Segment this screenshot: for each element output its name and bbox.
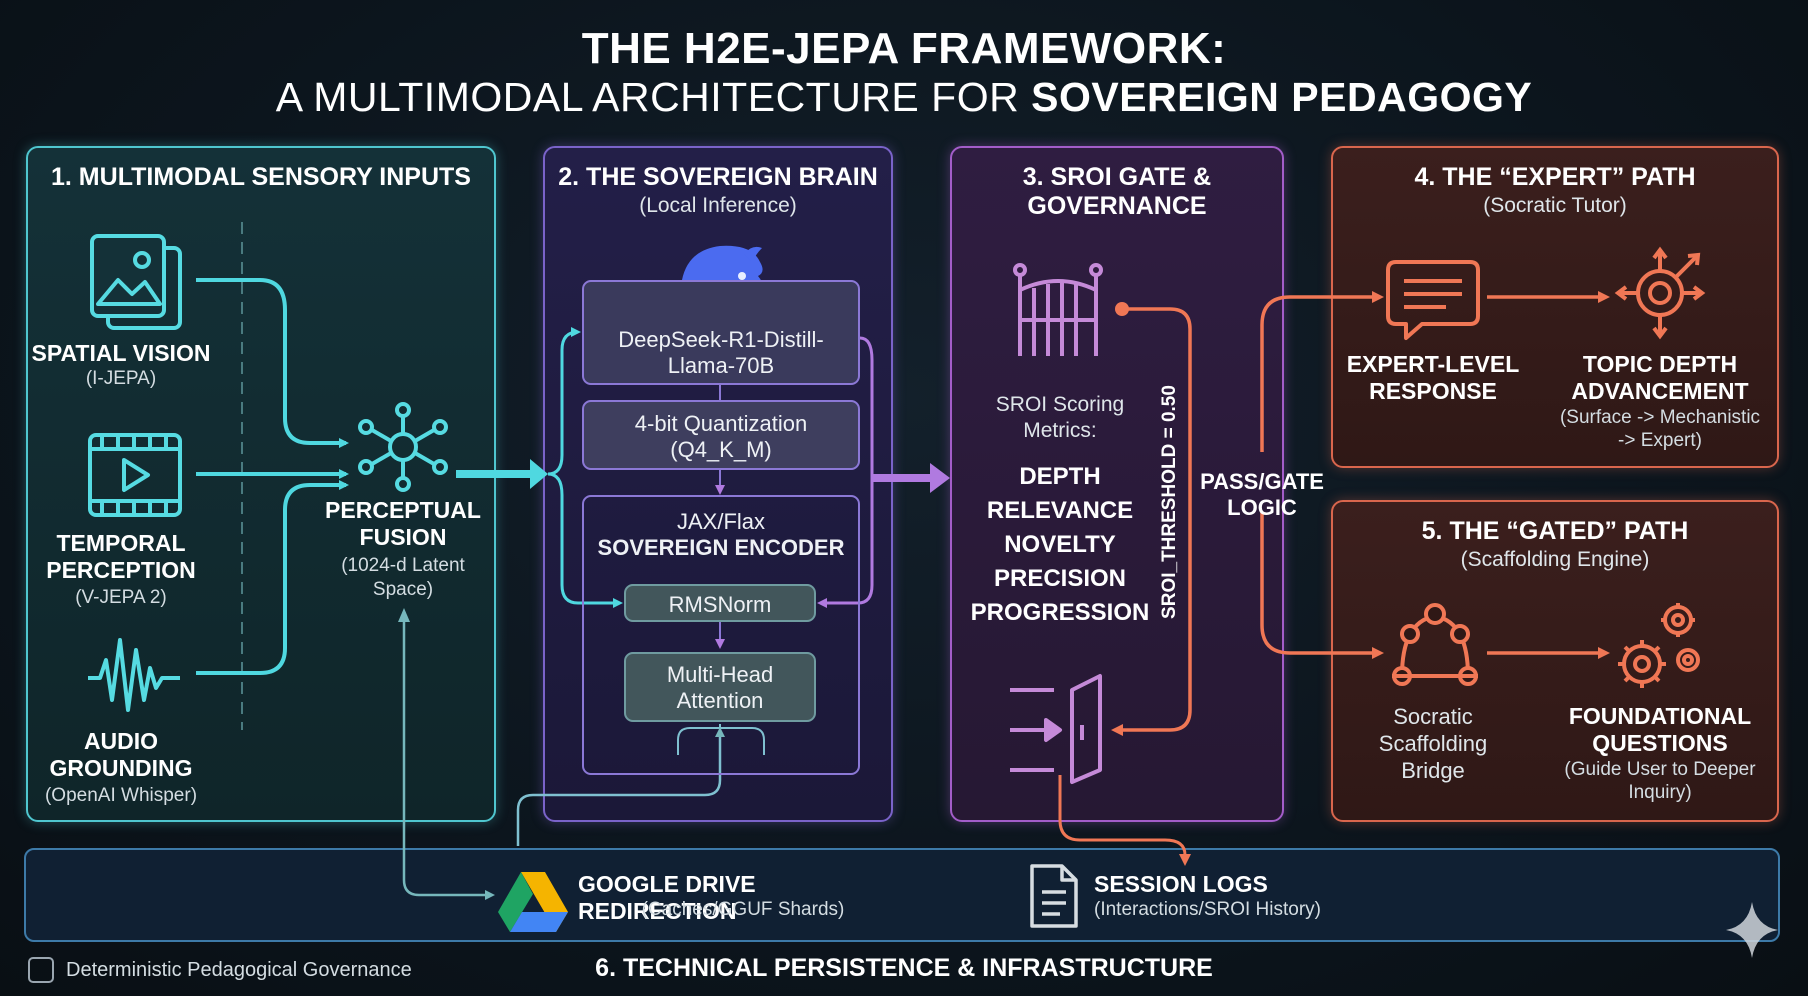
fusion-sub-1: (1024-d Latent — [341, 555, 465, 576]
panel4-subheading: (Socratic Tutor) — [1483, 194, 1627, 217]
drive-sub: (Caches/GGUF Shards) — [641, 899, 845, 920]
panel2-heading: 2. THE SOVEREIGN BRAIN — [558, 163, 878, 191]
model-box: DeepSeek-R1-Distill- Llama-70B — [582, 280, 860, 385]
arrow-pass-to-expert — [1260, 291, 1384, 452]
panel4-heading: 4. THE “EXPERT” PATH — [1414, 163, 1696, 191]
bridge-nodes-icon — [1392, 603, 1478, 686]
foundational-1: FOUNDATIONAL — [1568, 703, 1752, 729]
metrics-title-2: Metrics: — [1023, 419, 1097, 442]
fusion-label-2: FUSION — [359, 524, 447, 550]
legend-label: Deterministic Pedagogical Governance — [66, 959, 412, 981]
google-drive-icon — [498, 872, 568, 932]
rmsnorm-box: RMSNorm — [624, 584, 816, 622]
passgate-label-2: LOGIC — [1227, 495, 1297, 520]
foundational-sub-1: (Guide User to Deeper — [1564, 759, 1756, 780]
fusion-label-1: PERCEPTUAL — [325, 497, 481, 523]
temporal-sub: (V-JEPA 2) — [75, 587, 167, 608]
title-line-2: A MULTIMODAL ARCHITECTURE FOR SOVEREIGN … — [275, 74, 1533, 120]
network-hub-icon — [358, 402, 448, 492]
metric-progression: PROGRESSION — [970, 599, 1150, 626]
document-icon — [1030, 864, 1078, 928]
panel5-heading: 5. THE “GATED” PATH — [1421, 517, 1689, 545]
waveform-icon — [88, 638, 180, 712]
bridge-label-1: Socratic — [1393, 704, 1473, 729]
chat-bubble-icon — [1386, 260, 1480, 340]
bridge-label-2: Scaffolding — [1378, 731, 1488, 756]
arrow-vision-to-fusion — [196, 278, 349, 448]
audio-sub: (OpenAI Whisper) — [44, 785, 198, 806]
panel-infrastructure — [24, 848, 1780, 942]
door-entry-icon — [1010, 674, 1102, 784]
title-line-1: THE H2E-JEPA FRAMEWORK: — [581, 24, 1227, 73]
fusion-sub-2: Space) — [372, 579, 434, 600]
threshold-label: SROI_THRESHOLD = 0.50 — [1159, 385, 1180, 619]
video-icon — [88, 433, 182, 517]
metric-relevance: RELEVANCE — [986, 497, 1134, 524]
sparkle-icon — [1726, 902, 1778, 958]
topic-depth-sub-1: (Surface -> Mechanistic — [1559, 407, 1761, 428]
panel3-heading-2: GOVERNANCE — [1027, 192, 1207, 220]
foundational-2: QUESTIONS — [1592, 730, 1728, 756]
passgate-label-1: PASS/GATE — [1200, 469, 1324, 494]
panel3-heading-1: 3. SROI GATE & — [1022, 163, 1212, 191]
expert-response-1: EXPERT-LEVEL — [1346, 351, 1520, 377]
temporal-label-2: PERCEPTION — [46, 557, 196, 583]
expert-response-2: RESPONSE — [1369, 378, 1497, 404]
topic-depth-sub-2: -> Expert) — [1618, 430, 1702, 451]
temporal-label-1: TEMPORAL — [56, 530, 186, 556]
panel1-heading: 1. MULTIMODAL SENSORY INPUTS — [51, 163, 471, 191]
image-icon — [90, 234, 182, 330]
vision-sub: (I-JEPA) — [85, 368, 157, 389]
logs-sub: (Interactions/SROI History) — [1094, 899, 1321, 920]
panel-gated-path — [1331, 500, 1779, 822]
quantization-box: 4-bit Quantization (Q4_K_M) — [582, 400, 860, 470]
encoder-box: JAX/Flax SOVEREIGN ENCODER — [582, 495, 860, 775]
foundational-sub-2: Inquiry) — [1628, 782, 1692, 803]
topic-depth-1: TOPIC DEPTH — [1582, 351, 1738, 377]
legend-checkbox — [28, 957, 54, 983]
gate-icon — [1013, 263, 1103, 356]
panel2-subheading: (Local Inference) — [639, 194, 797, 217]
audio-label-2: GROUNDING — [49, 755, 193, 781]
vision-label: SPATIAL VISION — [31, 340, 211, 366]
audio-label-1: AUDIO — [83, 728, 159, 754]
panel-sroi-gate — [950, 146, 1284, 822]
metric-precision: PRECISION — [993, 565, 1127, 592]
arrow-audio-to-fusion — [196, 480, 349, 675]
metric-depth: DEPTH — [1019, 463, 1101, 490]
attention-box: Multi-Head Attention — [624, 652, 816, 722]
arrow-gate-to-scaffold — [1260, 512, 1384, 659]
metric-novelty: NOVELTY — [1004, 531, 1116, 558]
metrics-title-1: SROI Scoring — [995, 393, 1125, 416]
target-expand-icon — [1614, 246, 1706, 340]
panel5-subheading: (Scaffolding Engine) — [1460, 548, 1650, 571]
drive-title: GOOGLE DRIVE REDIRECTION — [578, 871, 756, 924]
infrastructure-footer: 6. TECHNICAL PERSISTENCE & INFRASTRUCTUR… — [595, 954, 1213, 982]
logs-title: SESSION LOGS — [1094, 871, 1268, 897]
arrow-gate-threshold-loop — [1111, 307, 1192, 736]
bridge-label-3: Bridge — [1401, 758, 1465, 783]
topic-depth-2: ADVANCEMENT — [1571, 378, 1749, 404]
gears-icon — [1618, 603, 1700, 688]
